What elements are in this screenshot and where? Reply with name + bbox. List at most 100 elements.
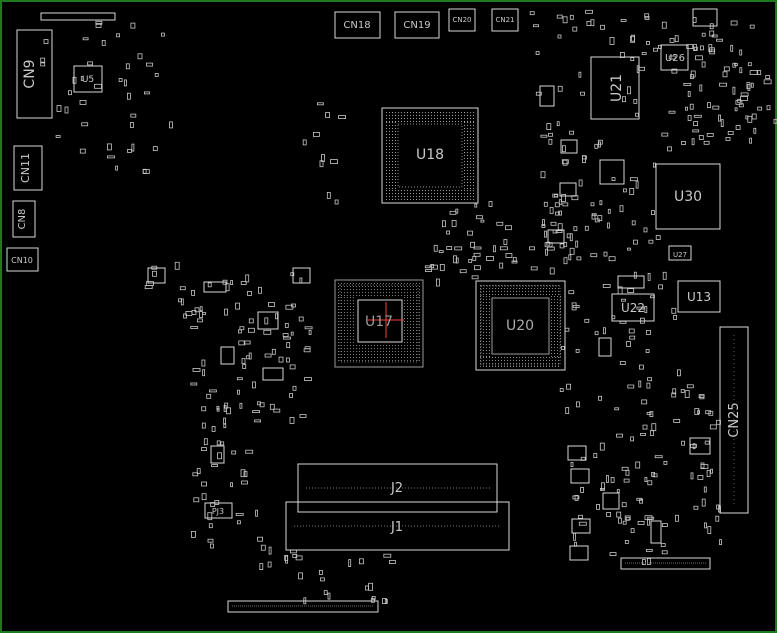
passive-component[interactable] (680, 389, 685, 393)
passive-component[interactable] (684, 390, 690, 398)
passive-component[interactable] (622, 520, 627, 525)
passive-component[interactable] (561, 193, 566, 202)
passive-component[interactable] (239, 326, 245, 331)
passive-component[interactable] (370, 597, 375, 603)
passive-component[interactable] (627, 247, 631, 251)
passive-component[interactable] (178, 298, 182, 303)
passive-component[interactable] (590, 19, 595, 27)
passive-component[interactable] (334, 199, 339, 205)
chip-u22[interactable] (611, 293, 655, 322)
passive-component[interactable] (576, 256, 582, 261)
passive-component[interactable] (471, 275, 479, 280)
passive-component[interactable] (202, 312, 207, 315)
passive-component[interactable] (757, 106, 763, 111)
passive-component[interactable] (751, 113, 757, 120)
passive-component[interactable] (653, 162, 656, 168)
passive-component[interactable] (383, 553, 392, 558)
passive-component[interactable] (190, 326, 199, 329)
passive-component[interactable] (535, 91, 542, 96)
passive-component[interactable] (616, 511, 622, 518)
passive-component[interactable] (201, 422, 206, 429)
passive-component[interactable] (40, 57, 46, 63)
passive-component[interactable] (749, 70, 758, 75)
passive-component[interactable] (208, 523, 213, 529)
passive-component[interactable] (449, 210, 457, 215)
passive-component[interactable] (548, 138, 553, 145)
passive-component[interactable] (546, 246, 555, 251)
passive-component[interactable] (304, 346, 311, 350)
passive-component[interactable] (241, 480, 248, 485)
passive-component[interactable] (533, 24, 539, 28)
passive-component[interactable] (621, 298, 626, 302)
passive-component[interactable] (575, 348, 580, 353)
passive-component[interactable] (580, 486, 584, 493)
passive-component[interactable] (259, 563, 264, 570)
passive-component[interactable] (735, 125, 741, 130)
connector-cn25[interactable] (719, 326, 749, 514)
passive-component[interactable] (571, 302, 577, 311)
passive-component[interactable] (738, 103, 744, 108)
passive-component[interactable] (144, 285, 153, 290)
passive-component[interactable] (646, 329, 651, 335)
passive-component[interactable] (637, 521, 645, 525)
passive-component[interactable] (578, 71, 582, 78)
passive-component[interactable] (711, 34, 718, 38)
passive-component[interactable] (80, 76, 84, 81)
passive-component[interactable] (642, 424, 648, 430)
passive-component[interactable] (488, 201, 493, 207)
passive-component[interactable] (95, 22, 102, 28)
passive-component[interactable] (552, 193, 559, 198)
passive-component[interactable] (320, 577, 325, 582)
passive-component[interactable] (540, 171, 546, 179)
passive-component[interactable] (594, 143, 599, 149)
passive-component[interactable] (668, 110, 676, 114)
passive-component[interactable] (607, 208, 611, 214)
passive-component[interactable] (190, 382, 198, 386)
passive-component[interactable] (152, 146, 158, 152)
passive-component[interactable] (644, 477, 648, 482)
passive-component[interactable] (572, 495, 580, 500)
passive-component[interactable] (292, 385, 297, 391)
passive-component[interactable] (236, 520, 241, 525)
passive-component[interactable] (455, 208, 459, 214)
passive-component[interactable] (640, 432, 646, 436)
passive-component[interactable] (388, 560, 396, 564)
passive-component[interactable] (130, 22, 136, 29)
passive-component[interactable] (635, 180, 639, 189)
passive-component[interactable] (630, 177, 638, 182)
passive-component[interactable] (529, 11, 535, 16)
passive-component[interactable] (201, 359, 206, 367)
passive-component[interactable] (650, 430, 654, 436)
passive-component[interactable] (116, 33, 120, 38)
passive-component[interactable] (260, 544, 266, 551)
passive-component[interactable] (235, 302, 241, 310)
passive-component[interactable] (563, 242, 568, 247)
passive-component[interactable] (540, 134, 548, 138)
passive-component[interactable] (549, 206, 554, 214)
passive-component[interactable] (693, 505, 699, 510)
passive-component[interactable] (706, 470, 711, 477)
passive-component[interactable] (602, 283, 611, 288)
passive-component[interactable] (687, 115, 692, 121)
passive-component[interactable] (446, 246, 453, 251)
passive-component[interactable] (480, 219, 485, 223)
passive-component[interactable] (642, 559, 646, 565)
passive-component[interactable] (286, 342, 291, 349)
passive-component[interactable] (40, 62, 46, 67)
passive-component[interactable] (248, 352, 252, 360)
chip-u20[interactable] (475, 280, 566, 371)
passive-component[interactable] (216, 405, 220, 410)
passive-component[interactable] (734, 107, 738, 112)
passive-component[interactable] (194, 307, 200, 313)
passive-component[interactable] (224, 402, 229, 409)
passive-component[interactable] (739, 49, 743, 56)
passive-component[interactable] (644, 515, 653, 521)
chip-u26[interactable] (660, 44, 689, 71)
passive-component[interactable] (143, 91, 150, 95)
passive-component[interactable] (693, 121, 698, 126)
passive-component[interactable] (621, 466, 629, 471)
passive-component[interactable] (700, 464, 709, 470)
passive-component[interactable] (95, 20, 103, 25)
passive-component[interactable] (243, 471, 248, 478)
passive-component[interactable] (217, 452, 222, 460)
